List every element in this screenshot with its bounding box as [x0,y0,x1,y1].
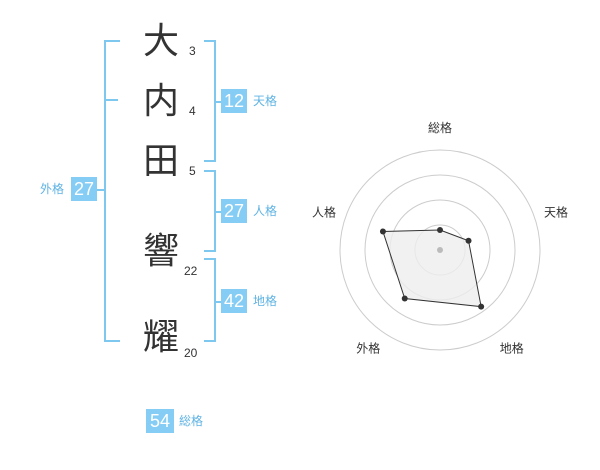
stroke-count-2: 4 [189,104,196,118]
radar-point [465,237,472,244]
radar-axis-label: 外格 [356,341,380,356]
chikaku-value: 42 [221,289,247,313]
tenkaku-connector [214,101,222,103]
gaikaku-connector [92,189,104,191]
stroke-count-3: 5 [189,164,196,178]
gaikaku-value: 27 [71,177,97,201]
radar-ring [364,174,516,326]
chikaku-label: 地格 [253,294,278,308]
jinkaku-connector [214,211,222,213]
radar-center-dot [437,247,443,253]
soukaku-value: 54 [146,409,174,433]
tenkaku-value: 12 [221,89,247,113]
radar-axis-label: 人格 [312,204,336,219]
name-char-2: 内 [143,81,180,122]
chikaku-connector [214,301,222,303]
chikaku-bracket [204,258,216,342]
gaikaku-bracket [104,40,120,342]
gaikaku-bracket-tick [104,99,118,101]
radar-point [379,228,386,235]
gaikaku-label: 外格 [40,182,65,196]
radar-point [478,303,485,310]
name-char-5: 耀 [143,317,180,358]
soukaku-label: 総格 [179,414,204,428]
radar-point [401,295,408,302]
name-char-1: 大 [143,21,180,62]
radar-axis-label: 天格 [544,204,568,219]
radar-ring [339,149,541,351]
stroke-count-5: 20 [184,346,198,360]
stroke-count-1: 3 [189,44,196,58]
tenkaku-label: 天格 [253,94,278,108]
name-char-4: 響 [143,231,180,272]
name-char-3: 田 [143,141,180,182]
jinkaku-value: 27 [221,199,247,223]
radar-point [437,227,443,233]
stroke-count-4: 22 [184,264,198,278]
radar-area [382,229,482,308]
radar-axis-label: 総格 [428,120,452,135]
jinkaku-label: 人格 [253,204,278,218]
radar-axis-label: 地格 [500,341,524,356]
